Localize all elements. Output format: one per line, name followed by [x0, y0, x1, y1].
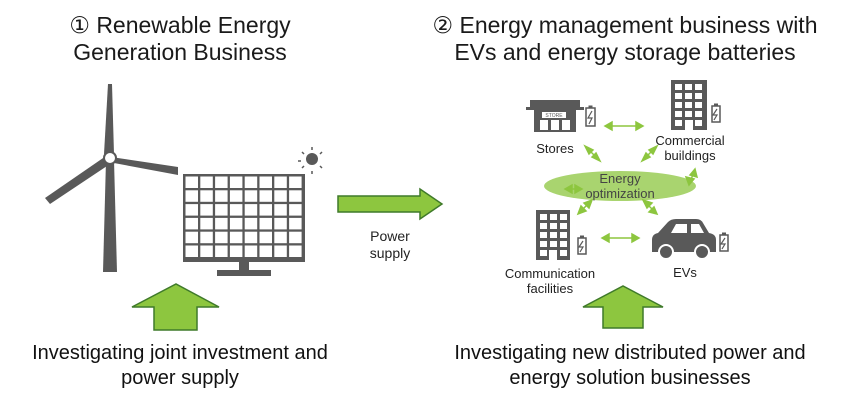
communication-label-line2: facilities [526, 281, 574, 296]
right-title-line2: EVs and energy storage batteries [454, 39, 796, 65]
right-title-line1: ② Energy management business with [432, 12, 818, 38]
communication-battery-icon [577, 235, 587, 255]
left-title-line2: Generation Business [73, 39, 287, 65]
commercial-label-line2: buildings [664, 148, 716, 163]
right-bottom-line2: energy solution businesses [509, 367, 751, 389]
energy-optimization-ellipse [544, 171, 696, 201]
commercial-label-line1: Commercial [655, 133, 725, 148]
ev-battery-icon [719, 232, 729, 252]
right-bottom-line1: Investigating new distributed power and [454, 342, 806, 364]
optimization-label-line2: optimization [585, 186, 655, 201]
power-supply-label-line2: supply [369, 245, 411, 261]
stores-label: Stores [536, 141, 574, 156]
store-icon [526, 100, 584, 132]
left-title-line1: ① Renewable Energy [69, 12, 291, 38]
left-up-arrow [131, 283, 220, 331]
evs-label: EVs [673, 265, 697, 280]
ev-car-icon [652, 219, 716, 260]
power-supply-arrow [337, 187, 444, 221]
store-sign: STORE [545, 113, 563, 119]
communication-label-line1: Communication [504, 266, 596, 281]
store-battery-icon [585, 105, 596, 127]
left-bottom-line2: power supply [121, 367, 239, 389]
optimization-arrows [563, 120, 699, 244]
wind-turbine-icon [45, 84, 178, 272]
solar-panel-icon [183, 174, 305, 276]
right-up-arrow [582, 285, 664, 329]
power-supply-label-line1: Power [370, 228, 410, 244]
communication-building-icon [536, 210, 570, 260]
optimization-label-line1: Energy [599, 171, 641, 186]
sun-icon [298, 147, 323, 174]
commercial-building-icon [671, 80, 707, 130]
left-bottom-line1: Investigating joint investment and [32, 342, 328, 364]
commercial-battery-icon [711, 103, 721, 123]
